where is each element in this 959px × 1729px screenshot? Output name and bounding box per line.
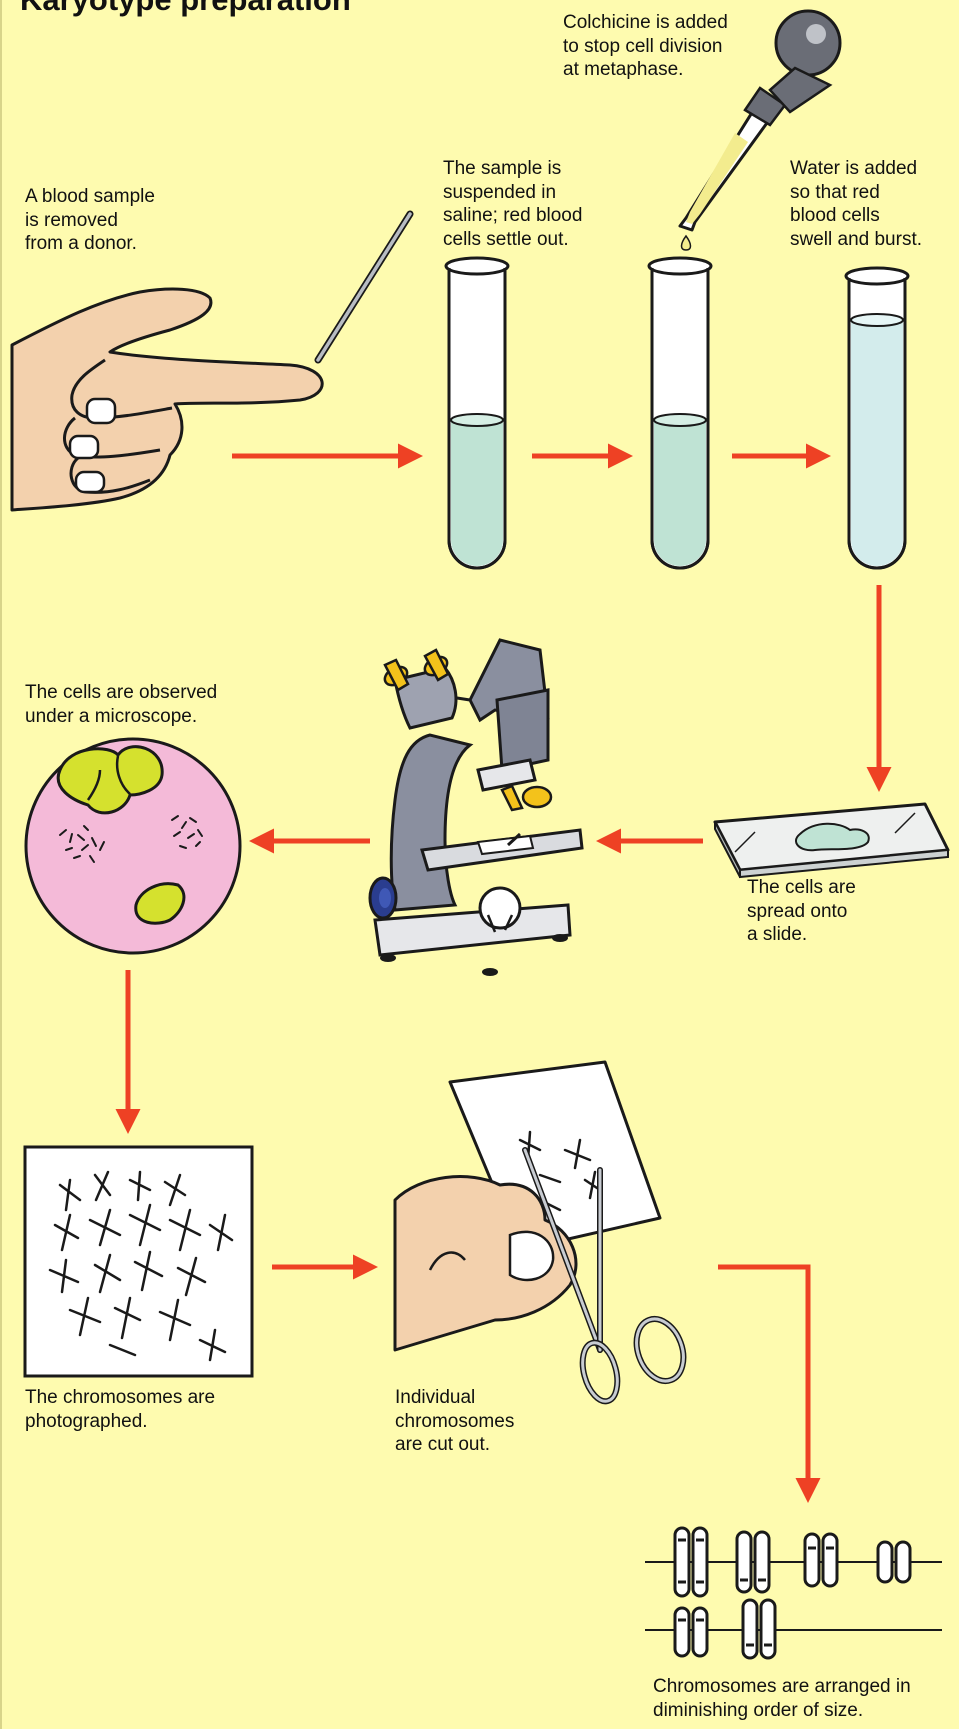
caption-arranged: Chromosomes are arranged in diminishing … xyxy=(653,1675,911,1722)
test-tube-icon xyxy=(649,258,711,568)
caption-saline: The sample is suspended in saline; red b… xyxy=(443,157,582,251)
caption-photographed: The chromosomes are photographed. xyxy=(25,1386,215,1433)
caption-blood-sample: A blood sample is removed from a donor. xyxy=(25,185,155,256)
hand-with-needle-icon xyxy=(12,214,410,510)
scissors-hand-icon xyxy=(395,1062,692,1405)
page-title: Karyotype preparation xyxy=(20,0,351,18)
photo-icon xyxy=(25,1147,252,1376)
caption-microscope: The cells are observed under a microscop… xyxy=(25,681,217,728)
microscope-icon xyxy=(370,640,582,976)
view-field-icon xyxy=(26,739,240,953)
caption-colchicine: Colchicine is added to stop cell divisio… xyxy=(563,11,728,82)
caption-cut-out: Individual chromosomes are cut out. xyxy=(395,1386,514,1457)
caption-slide: The cells are spread onto a slide. xyxy=(747,876,856,947)
test-tube-icon xyxy=(446,258,508,568)
caption-water: Water is added so that red blood cells s… xyxy=(790,157,922,251)
test-tube-icon xyxy=(846,268,908,568)
slide-icon xyxy=(715,804,948,877)
karyotype-icon xyxy=(645,1528,942,1658)
